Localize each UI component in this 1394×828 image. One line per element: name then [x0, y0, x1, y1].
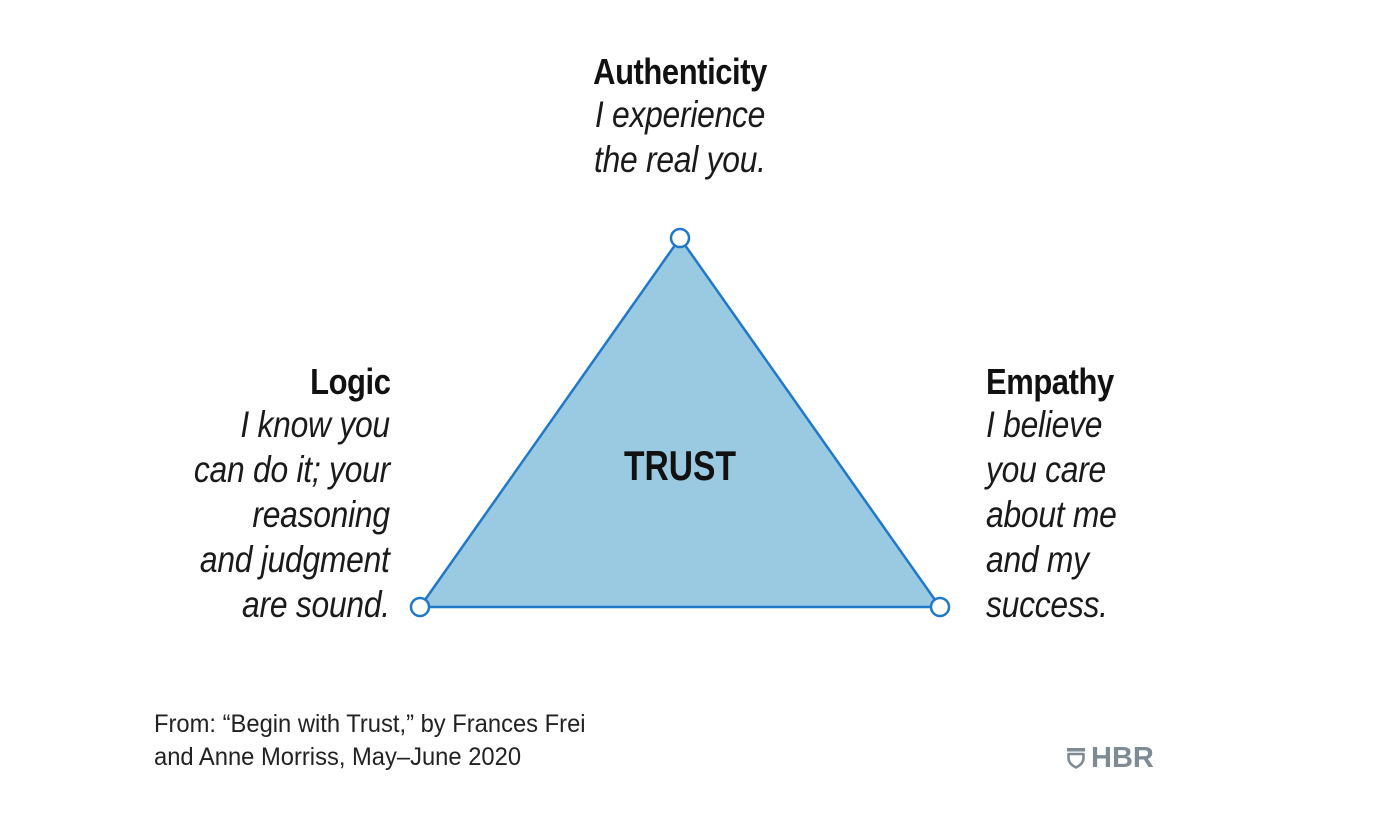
- center-label-trust: TRUST: [580, 444, 780, 488]
- authenticity-desc-line-1: I experience: [594, 94, 766, 135]
- empathy-desc-line-4: and my: [986, 539, 1089, 580]
- source-line-1: From: “Begin with Trust,” by Frances Fre…: [154, 710, 586, 738]
- vertex-label-empathy: Empathy I believe you care about me and …: [986, 362, 1286, 627]
- logic-desc-line-1: I know you: [240, 404, 390, 445]
- vertex-label-logic: Logic I know you can do it; your reasoni…: [90, 362, 390, 627]
- vertex-node-right: [929, 596, 951, 618]
- empathy-desc-line-1: I believe: [986, 404, 1103, 445]
- vertex-label-authenticity: Authenticity I experience the real you.: [480, 52, 880, 182]
- empathy-title: Empathy: [986, 361, 1114, 402]
- empathy-desc-line-5: success.: [986, 584, 1108, 625]
- vertex-title: Authenticity: [480, 52, 880, 92]
- logic-desc-line-4: and judgment: [200, 539, 390, 580]
- hbr-shield-icon: [1067, 748, 1085, 769]
- logic-title: Logic: [309, 361, 391, 402]
- logic-desc-line-3: reasoning: [252, 494, 391, 535]
- empathy-desc-line-3: about me: [986, 494, 1117, 535]
- trust-triangle: [418, 236, 942, 609]
- logic-desc-line-5: are sound.: [242, 584, 390, 625]
- source-line-2: and Anne Morriss, May–June 2020: [154, 743, 522, 771]
- trust-label: TRUST: [624, 442, 736, 489]
- authenticity-title: Authenticity: [593, 51, 767, 92]
- vertex-node-top: [669, 227, 691, 249]
- logic-desc-line-2: can do it; your: [193, 449, 390, 490]
- authenticity-desc-line-2: the real you.: [594, 139, 766, 180]
- hbr-logo: HBR: [1066, 743, 1154, 773]
- hbr-logo-text: HBR: [1091, 742, 1154, 774]
- empathy-desc-line-2: you care: [986, 449, 1106, 490]
- source-citation: From: “Begin with Trust,” by Frances Fre…: [154, 708, 608, 774]
- vertex-node-left: [409, 596, 431, 618]
